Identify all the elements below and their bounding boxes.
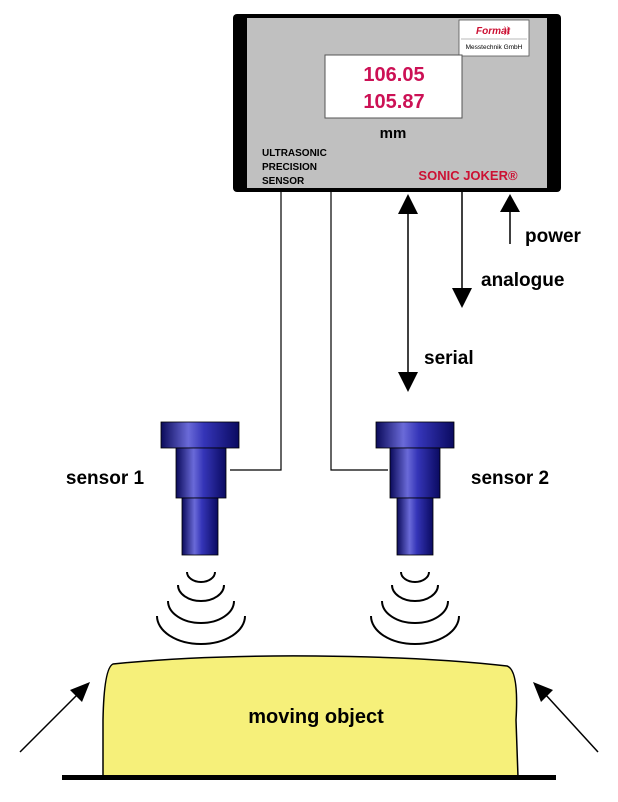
- motion-arrow-right: [533, 682, 599, 753]
- logo-wave-icon: )): [504, 25, 510, 35]
- serial-label: serial: [424, 348, 474, 369]
- svg-text:PRECISION: PRECISION: [262, 162, 317, 173]
- brand-logo: Format )) Messtechnik GmbH: [458, 19, 530, 57]
- product-name: SONIC JOKER®: [418, 168, 518, 183]
- logo-company-text: Messtechnik GmbH: [466, 44, 523, 51]
- power-arrow: [500, 194, 520, 244]
- display-reading-2: 105.87: [363, 91, 424, 113]
- sensor-2-sound-waves: [370, 571, 460, 645]
- logo-brand-text: Format: [476, 26, 511, 37]
- sensor-1-sound-waves: [156, 571, 246, 645]
- sensor-2-label: sensor 2: [471, 468, 549, 489]
- sensor-1-label: sensor 1: [66, 468, 145, 489]
- device-display: 106.05 105.87: [324, 54, 463, 119]
- sensor-1: [160, 421, 240, 556]
- motion-arrow-left: [19, 682, 90, 753]
- moving-object-label: moving object: [248, 706, 384, 728]
- analogue-label: analogue: [481, 270, 564, 291]
- display-reading-1: 106.05: [363, 64, 424, 86]
- serial-arrow: [398, 194, 418, 392]
- analogue-arrow: [452, 192, 472, 308]
- unit-label: mm: [380, 125, 407, 142]
- sensor-2-cable: [330, 192, 388, 471]
- device-type-label: ULTRASONIC PRECISION SENSOR: [262, 148, 327, 187]
- sensor-cables: [230, 192, 388, 471]
- ground-line: [62, 775, 556, 780]
- power-label: power: [525, 226, 582, 247]
- sensor-1-cable: [230, 192, 282, 471]
- sensor-2: [375, 421, 455, 556]
- svg-text:ULTRASONIC: ULTRASONIC: [262, 148, 327, 159]
- moving-object: [102, 655, 519, 778]
- svg-text:SENSOR: SENSOR: [262, 176, 305, 187]
